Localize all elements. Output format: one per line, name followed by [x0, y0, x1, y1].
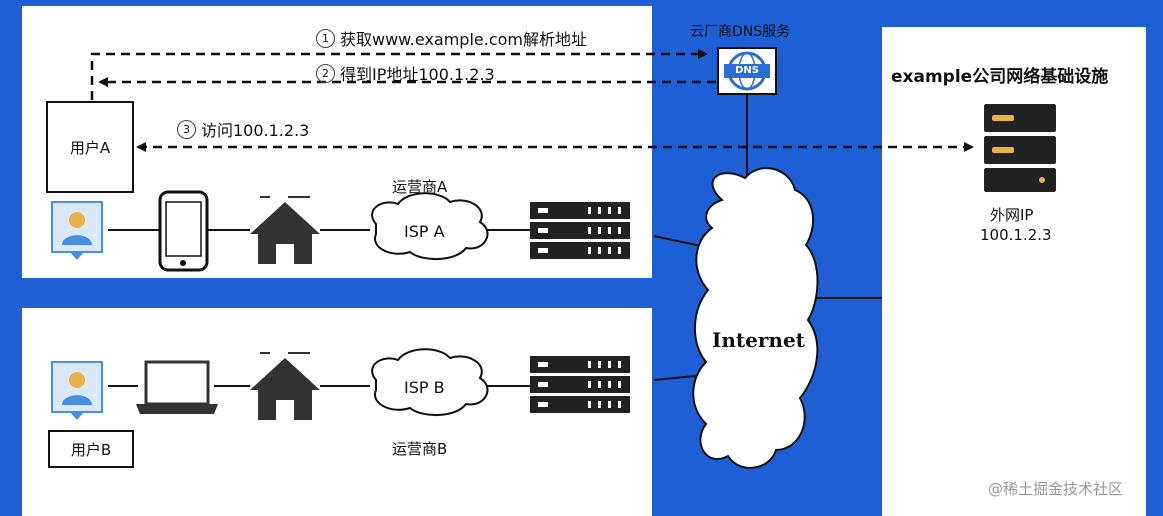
dns-icon-text: DNS — [735, 65, 759, 76]
user-a-box: 用户A — [46, 101, 134, 193]
step-2-label: 2 得到IP地址100.1.2.3 — [316, 61, 495, 85]
house-a-icon — [250, 196, 320, 264]
company-server-icon — [984, 104, 1056, 192]
step-2-text: 得到IP地址100.1.2.3 — [340, 65, 495, 84]
isp-a-cloud-text: ISP A — [404, 222, 445, 241]
dns-icon — [717, 47, 777, 95]
isp-b-label: 运营商B — [392, 440, 448, 458]
step-3-number: 3 — [177, 119, 196, 139]
step-3-text: 访问100.1.2.3 — [201, 121, 310, 140]
step-1-text: 获取www.example.com解析地址 — [340, 30, 588, 49]
isp-a-label: 运营商A — [392, 178, 448, 196]
isp-b-cloud-text: ISP B — [404, 378, 445, 397]
watermark: @稀土掘金技术社区 — [988, 480, 1124, 498]
company-server-label: 外网IP — [990, 206, 1034, 224]
step-3-label: 3 访问100.1.2.3 — [177, 117, 309, 141]
company-server-ip: 100.1.2.3 — [980, 226, 1052, 244]
company-title: example公司网络基础设施 — [891, 67, 1109, 87]
internet-cloud — [692, 167, 819, 469]
step-1-label: 1 获取www.example.com解析地址 — [316, 26, 587, 50]
phone-icon — [158, 190, 209, 272]
server-rack-b-icon — [530, 356, 630, 413]
isp-a-cloud — [371, 192, 489, 261]
server-rack-a-icon — [530, 202, 630, 259]
user-a-avatar-icon — [51, 201, 103, 260]
step-2-number: 2 — [316, 63, 335, 83]
user-a-label: 用户A — [69, 138, 111, 157]
isp-b-cloud — [371, 348, 489, 417]
step-1-number: 1 — [316, 28, 335, 48]
dns-service-label: 云厂商DNS服务 — [690, 24, 791, 40]
arrow-step1 — [90, 49, 708, 100]
user-b-label: 用户B — [70, 440, 112, 459]
user-b-avatar-icon — [51, 361, 103, 420]
house-b-icon — [250, 352, 320, 420]
internet-label: Internet — [712, 328, 805, 352]
laptop-icon — [136, 360, 218, 414]
user-b-box: 用户B — [48, 430, 134, 468]
